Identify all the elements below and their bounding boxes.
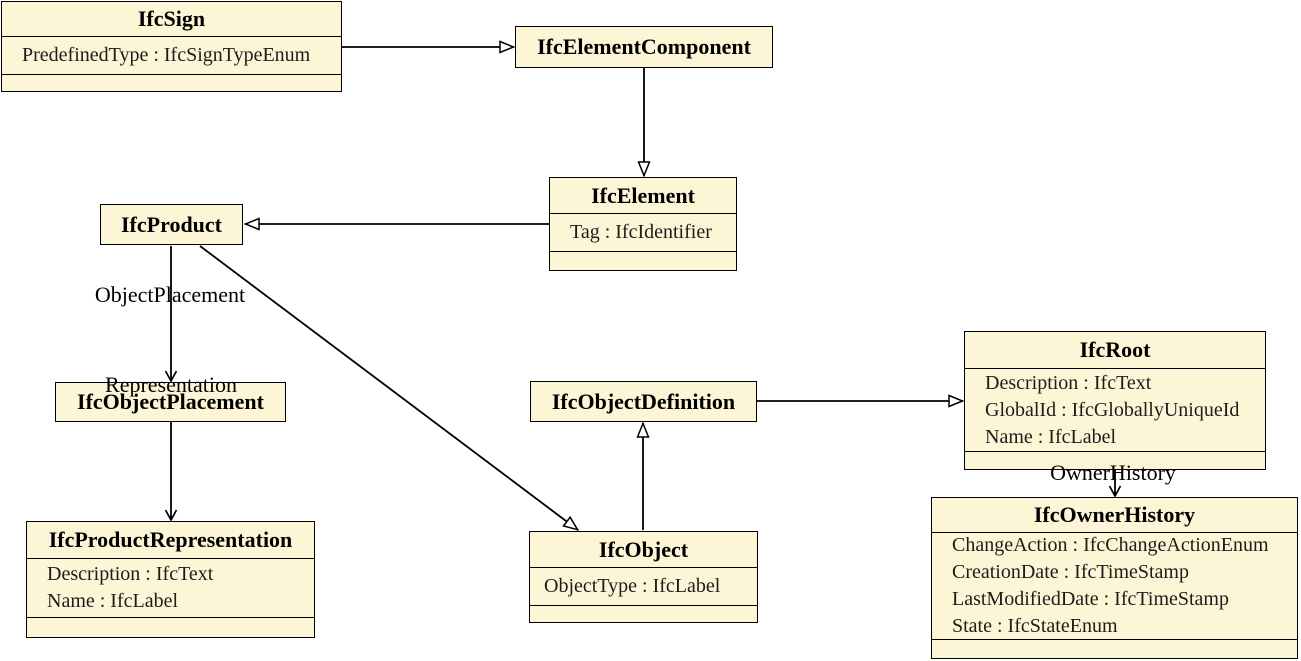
class-attributes: ChangeAction : IfcChangeActionEnum Creat…	[932, 532, 1297, 639]
class-ifcobject: IfcObject ObjectType : IfcLabel	[529, 531, 758, 623]
class-ifcobjectplacement: IfcObjectPlacement	[55, 382, 286, 422]
class-title: IfcRoot	[1079, 337, 1151, 362]
class-ifcelementcomponent: IfcElementComponent	[515, 26, 773, 68]
attribute: Description : IfcText	[985, 371, 1152, 394]
attribute: GlobalId : IfcGloballyUniqueId	[985, 398, 1240, 421]
attribute: Description : IfcText	[47, 563, 214, 585]
class-attributes: ObjectType : IfcLabel	[530, 567, 757, 605]
attribute: PredefinedType : IfcSignTypeEnum	[22, 44, 311, 66]
class-operations-empty	[2, 74, 341, 91]
class-operations-empty	[530, 605, 757, 622]
attribute: Name : IfcLabel	[47, 590, 179, 612]
class-ifcproduct: IfcProduct	[100, 204, 243, 245]
attribute: State : IfcStateEnum	[952, 615, 1118, 637]
association-label-objectplacement: ObjectPlacement	[94, 282, 246, 307]
class-operations-empty	[965, 451, 1265, 469]
class-title: IfcElement	[591, 182, 695, 208]
class-ifcproductrepresentation: IfcProductRepresentation Description : I…	[26, 521, 315, 638]
attribute: Tag : IfcIdentifier	[570, 221, 712, 243]
class-attributes: PredefinedType : IfcSignTypeEnum	[2, 36, 341, 74]
class-operations-empty	[932, 639, 1297, 658]
attribute: LastModifiedDate : IfcTimeStamp	[952, 588, 1229, 610]
class-ifcownerhistory: IfcOwnerHistory ChangeAction : IfcChange…	[931, 497, 1298, 659]
class-ifcobjectdefinition: IfcObjectDefinition	[530, 381, 757, 422]
class-attributes: Description : IfcText Name : IfcLabel	[27, 558, 314, 617]
class-title: IfcObject	[598, 536, 689, 562]
class-title: IfcSign	[137, 6, 206, 31]
class-operations-empty	[550, 251, 736, 270]
attribute: ObjectType : IfcLabel	[544, 575, 721, 597]
class-operations-empty	[27, 617, 314, 637]
class-title: IfcOwnerHistory	[1033, 502, 1196, 527]
class-attributes: Description : IfcText GlobalId : IfcGlob…	[965, 368, 1265, 451]
class-attributes: Tag : IfcIdentifier	[550, 213, 736, 251]
association-label-representation: Representation	[105, 372, 237, 397]
edge-ifcproduct-to-ifcobject	[199, 245, 580, 531]
class-ifcroot: IfcRoot Description : IfcText GlobalId :…	[964, 331, 1266, 470]
class-title: IfcProduct	[120, 211, 223, 237]
class-title: IfcObjectPlacement	[77, 389, 264, 414]
attribute: CreationDate : IfcTimeStamp	[952, 561, 1189, 583]
class-title: IfcProductRepresentation	[48, 527, 293, 552]
attribute: Name : IfcLabel	[985, 425, 1117, 448]
association-label-ownerhistory: OwnerHistory	[1050, 460, 1176, 485]
class-ifcelement: IfcElement Tag : IfcIdentifier	[549, 177, 737, 271]
class-ifcsign: IfcSign PredefinedType : IfcSignTypeEnum	[1, 1, 342, 92]
class-title: IfcElementComponent	[537, 34, 751, 59]
class-title: IfcObjectDefinition	[551, 388, 736, 414]
attribute: ChangeAction : IfcChangeActionEnum	[952, 534, 1269, 556]
